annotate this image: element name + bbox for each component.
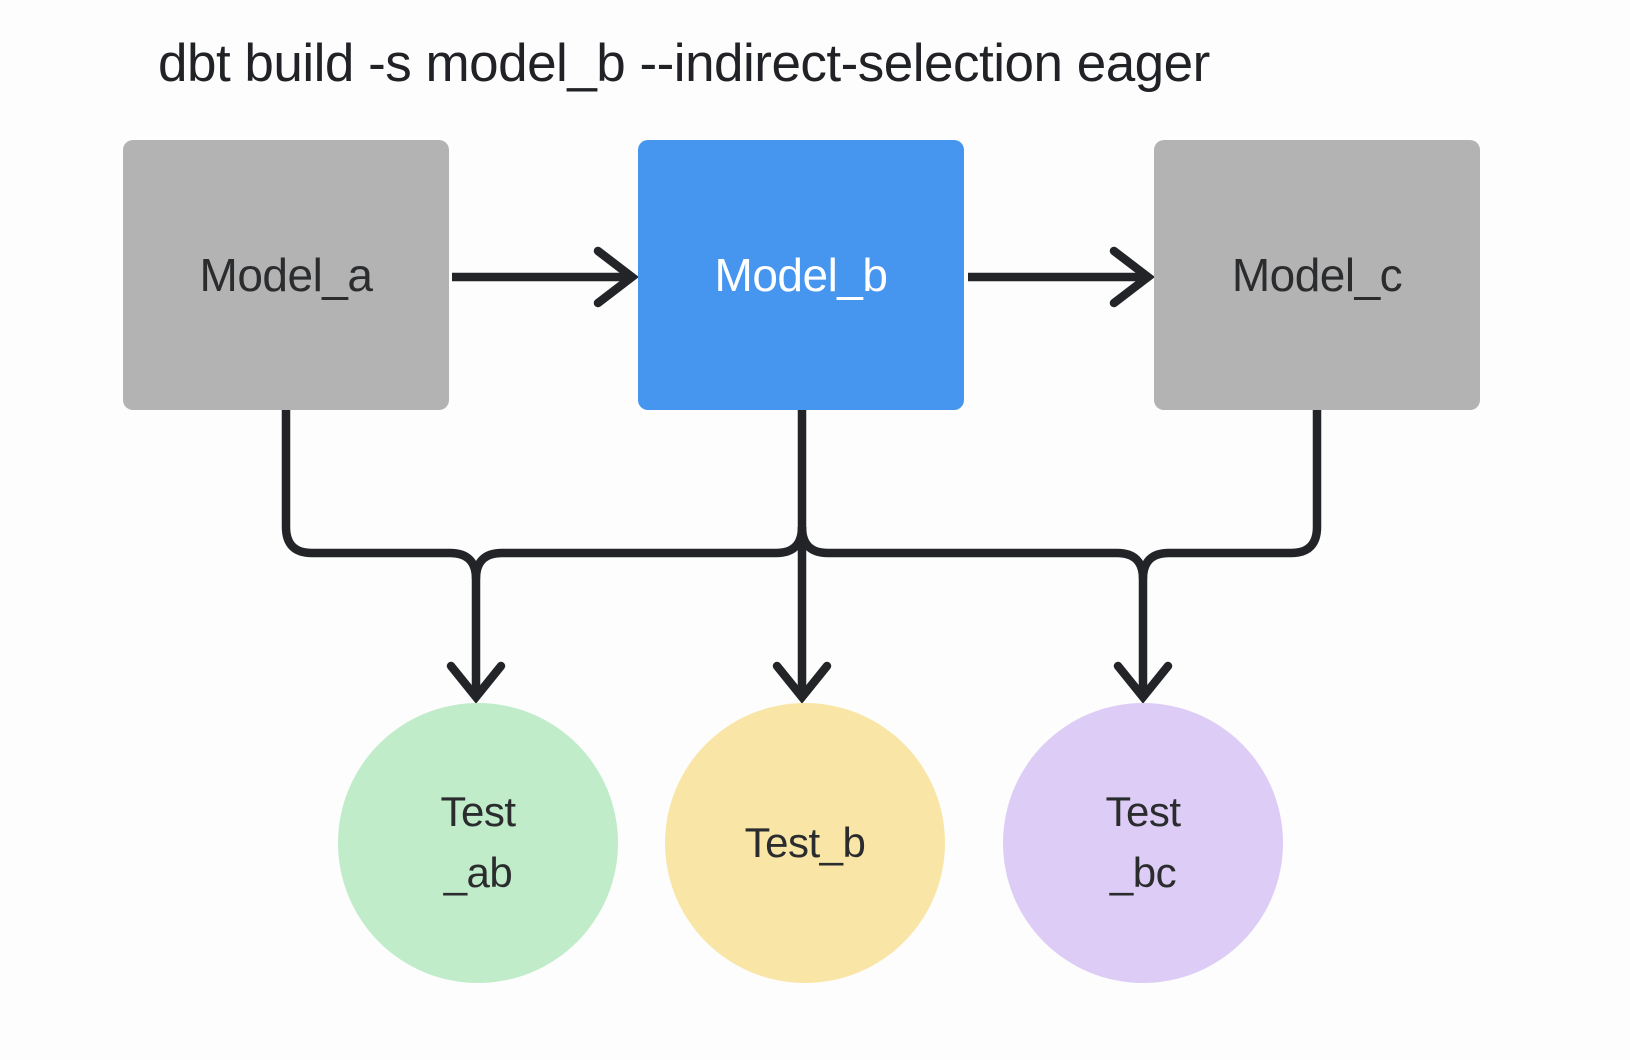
arrowhead-model-c-icon [1109,246,1155,308]
node-test-bc: Test _bc [1003,703,1283,983]
node-test-b-label-line1: Test_b [744,818,866,866]
node-test-ab-label-line1: Test [440,788,516,836]
arrowhead-test-bc-icon [1113,661,1173,704]
arrowhead-test-ab-icon [446,661,506,704]
node-test-bc-label-line2: _bc [1109,849,1177,896]
edge-model-b-to-test-ab [471,526,807,580]
node-test-ab: Test _ab [338,703,618,983]
node-model-a: Model_a [123,140,449,410]
edge-model-b-to-test-bc [797,526,1148,580]
node-model-a-label: Model_a [199,249,373,301]
node-test-bc-label-line1: Test [1105,788,1181,836]
edge-model-a-to-test-ab [281,408,481,694]
arrowhead-model-b-icon [593,246,639,308]
arrowhead-test-b-icon [772,661,832,704]
node-test-ab-label-line2: _ab [443,849,513,896]
node-model-b: Model_b [638,140,964,410]
node-model-b-label: Model_b [714,249,888,301]
diagram-title: dbt build -s model_b --indirect-selectio… [158,34,1210,93]
node-model-c-label: Model_c [1231,249,1403,301]
node-test-b: Test_b [665,703,945,983]
edge-model-c-to-test-bc [1138,408,1322,694]
node-model-c: Model_c [1154,140,1480,410]
